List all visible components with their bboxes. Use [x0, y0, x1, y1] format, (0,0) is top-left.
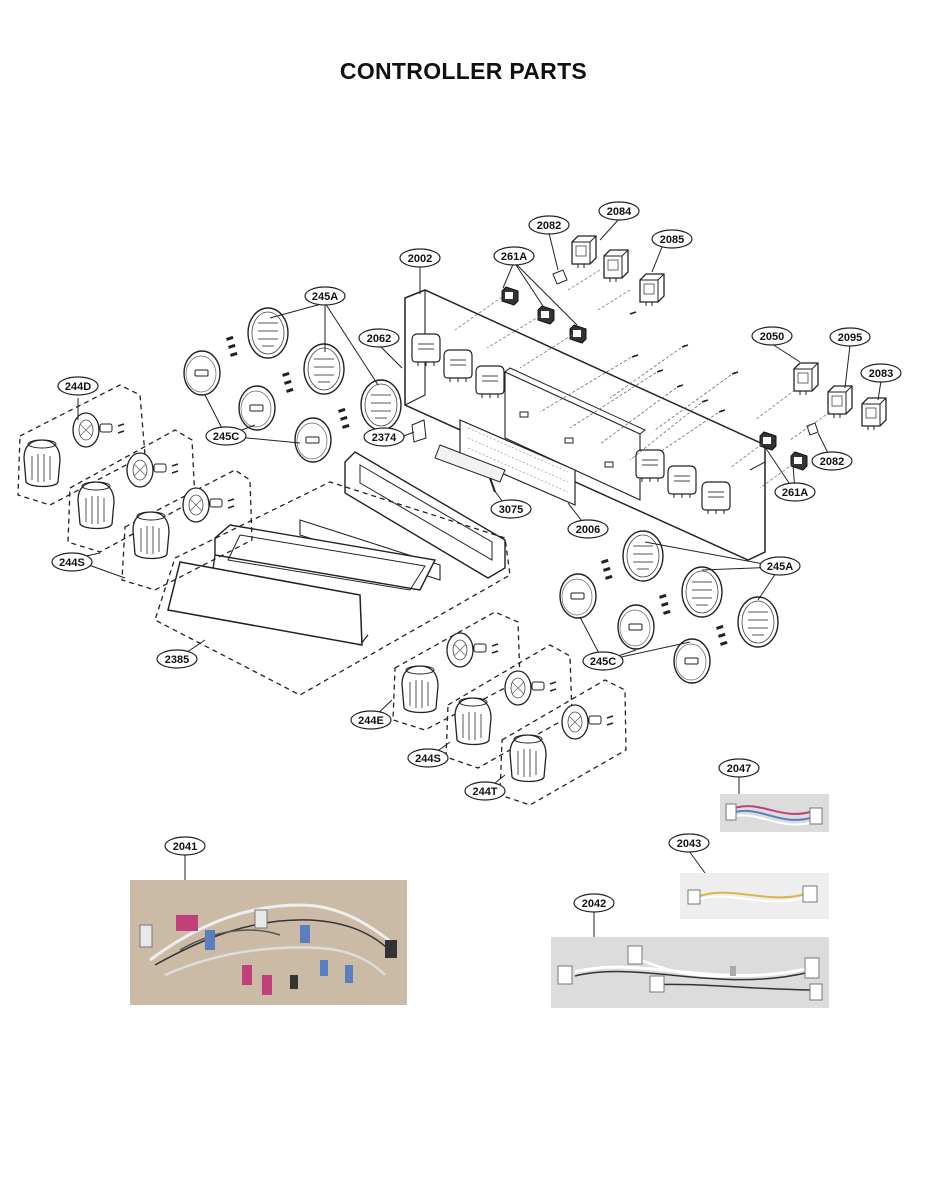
svg-text:2082: 2082 [820, 456, 844, 468]
svg-text:245A: 245A [767, 561, 793, 573]
svg-text:3075: 3075 [499, 504, 523, 516]
svg-text:2085: 2085 [660, 234, 684, 246]
svg-text:245C: 245C [590, 656, 616, 668]
page-title: CONTROLLER PARTS [339, 58, 588, 84]
svg-text:2374: 2374 [372, 432, 397, 444]
svg-text:2006: 2006 [576, 524, 600, 536]
callout-2374: 2374 [363, 427, 405, 447]
callout-2042: 2042 [573, 893, 615, 913]
svg-text:2083: 2083 [869, 368, 893, 380]
callout-261a-top: 261A [493, 246, 535, 266]
panel-screws [539, 344, 736, 461]
callout-2041: 2041 [164, 836, 206, 856]
svg-text:2042: 2042 [582, 898, 606, 910]
control-panel-housing [404, 289, 766, 561]
callout-2095: 2095 [829, 327, 871, 347]
callout-2006: 2006 [567, 519, 609, 539]
svg-text:2095: 2095 [838, 332, 862, 344]
wire-2042-photo [551, 937, 829, 1008]
callout-244e: 244E [350, 710, 392, 730]
svg-text:2082: 2082 [537, 220, 561, 232]
callout-244s-left: 244S [51, 552, 93, 572]
glass-panel-2385 [167, 561, 363, 646]
svg-text:244T: 244T [472, 786, 497, 798]
upper-relays [501, 235, 665, 344]
svg-text:244D: 244D [65, 381, 91, 393]
callout-2062: 2062 [358, 328, 400, 348]
right-ring-screws [601, 558, 728, 646]
svg-text:2002: 2002 [408, 253, 432, 265]
callout-2043: 2043 [668, 833, 710, 853]
callout-3075: 3075 [490, 499, 532, 519]
callout-2084: 2084 [598, 201, 640, 221]
callout-2082-right: 2082 [811, 451, 853, 471]
left-ring-screws [226, 335, 350, 429]
svg-text:244S: 244S [415, 753, 441, 765]
right-relay-leader-lines [729, 389, 831, 489]
svg-text:2062: 2062 [367, 333, 391, 345]
callout-2385: 2385 [156, 649, 198, 669]
callout-245a-left: 245A [304, 286, 346, 306]
callout-244s-right: 244S [407, 748, 449, 768]
svg-text:2385: 2385 [165, 654, 189, 666]
knob-group-244s-left-a [67, 429, 196, 553]
knob-group-244d [17, 384, 146, 506]
harness-2041-photo [130, 880, 407, 1005]
callout-2047: 2047 [718, 758, 760, 778]
svg-text:245A: 245A [312, 291, 338, 303]
svg-text:245C: 245C [213, 431, 239, 443]
wire-2047-photo [720, 794, 829, 832]
callout-245c-right: 245C [582, 651, 624, 671]
relay-leader-lines [454, 269, 631, 369]
callout-245a-right: 245A [759, 556, 801, 576]
svg-text:244E: 244E [358, 715, 384, 727]
wire-2043-photo [680, 873, 829, 919]
callout-2085: 2085 [651, 229, 693, 249]
callout-2002: 2002 [399, 248, 441, 268]
callout-2082-top: 2082 [528, 215, 570, 235]
callout-244d: 244D [57, 376, 99, 396]
svg-text:261A: 261A [501, 251, 527, 263]
svg-text:2043: 2043 [677, 838, 701, 850]
callout-245c-left: 245C [205, 426, 247, 446]
svg-text:2050: 2050 [760, 331, 784, 343]
svg-text:244S: 244S [59, 557, 85, 569]
knob-group-244s-left-b [121, 469, 253, 591]
svg-text:2047: 2047 [727, 763, 751, 775]
svg-text:261A: 261A [782, 487, 808, 499]
display-module [411, 419, 576, 506]
callout-2083: 2083 [860, 363, 902, 383]
callout-261a-right: 261A [774, 482, 816, 502]
glass-dashed-outline [154, 481, 511, 696]
svg-text:2084: 2084 [607, 206, 632, 218]
svg-text:2041: 2041 [173, 841, 197, 853]
callout-2050: 2050 [751, 326, 793, 346]
callout-244t: 244T [464, 781, 506, 801]
